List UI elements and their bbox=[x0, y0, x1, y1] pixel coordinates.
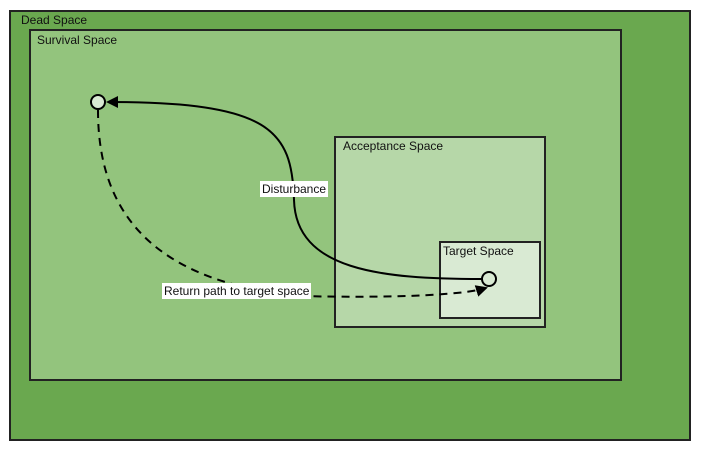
dead-space-label: Dead Space bbox=[21, 13, 88, 27]
survival-space-label: Survival Space bbox=[37, 33, 118, 47]
target-state-node bbox=[481, 271, 497, 287]
return-path-label: Return path to target space bbox=[162, 283, 312, 299]
disturbance-path bbox=[106, 96, 483, 280]
return-path bbox=[97, 109, 488, 298]
disturbance-label: Disturbance bbox=[260, 181, 329, 197]
disturbed-state-node bbox=[90, 94, 106, 110]
target-space-label: Target Space bbox=[443, 244, 514, 258]
acceptance-space-label: Acceptance Space bbox=[343, 139, 444, 153]
